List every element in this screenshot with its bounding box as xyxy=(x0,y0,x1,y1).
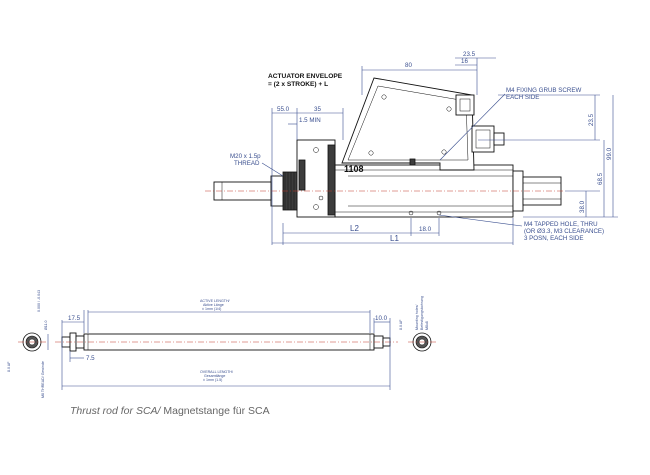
right-end-view xyxy=(408,332,436,352)
dim-17-5: 17.5 xyxy=(68,315,81,322)
dim-23-5-top: 23.5 xyxy=(463,51,476,58)
caption-italic: Thrust rod for SCA/ xyxy=(70,405,161,417)
tapped-line2: (OR Ø3.3, M3 CLEARANCE) xyxy=(524,228,604,235)
grub-line2: EACH SIDE xyxy=(506,94,539,101)
dim-38: 38.0 xyxy=(579,200,586,213)
overall-length-line3: ± 1mm (1.5) xyxy=(203,378,222,382)
dim-80: 80 xyxy=(405,62,412,69)
dim-dia-11: Ø11.0 xyxy=(44,320,48,330)
caption-regular: Magnetstange für SCA xyxy=(160,405,270,417)
motor-block-plate xyxy=(327,144,336,216)
dim-35: 35 xyxy=(314,106,321,113)
left-end-view xyxy=(18,332,46,352)
mounting-right-1: Mounting holes/ xyxy=(415,305,419,330)
grub-line1: M4 FIXING GRUB SCREW xyxy=(506,87,581,94)
caption: Thrust rod for SCA/ Magnetstange für SCA xyxy=(70,405,270,417)
dim-23-5-right: 23.5 xyxy=(588,113,595,126)
dim-55: 55.0 xyxy=(277,106,290,113)
dim-dia-tol: 0.000 / -0.043 xyxy=(37,290,41,312)
active-length-line3: ± 1mm (1/4) xyxy=(202,307,221,311)
thread-left: M8 THREAD/ Gewinde xyxy=(41,361,45,398)
tapped-line1: M4 TAPPED HOLE, THRU xyxy=(524,221,598,228)
overall-length-line2: Gesamtlänge xyxy=(204,374,225,378)
actuator-view: 1108 xyxy=(205,77,565,218)
mounting-right-2: Befestigungsbohrung xyxy=(420,296,424,330)
dim-18: 18.0 xyxy=(419,226,432,233)
dim-10: 10.0 xyxy=(375,315,388,322)
active-length-line2: Aktive Länge xyxy=(203,303,224,307)
model-label: 1108 xyxy=(344,164,364,174)
dim-1-5-min: 1.5 MIN xyxy=(299,117,321,124)
dim-16: 16 xyxy=(461,58,468,65)
envelope-line2: = (2 x STROKE) + L xyxy=(268,81,328,88)
dim-99: 99.0 xyxy=(606,147,613,160)
actuator-dimensions: 80 23.5 16 ACTUATOR ENVELOPE = (2 x STRO… xyxy=(230,51,618,245)
overall-length-line1: OVERALL LENGTH/ xyxy=(200,370,233,374)
dim-l1: L1 xyxy=(390,234,399,243)
dim-68-5: 68.5 xyxy=(597,172,604,185)
envelope-line1: ACTUATOR ENVELOPE xyxy=(268,73,343,80)
m20-line1: M20 x 1.5p xyxy=(230,153,261,160)
dim-8-af-left: 8.0 AF xyxy=(7,361,11,372)
active-length-line1: ACTIVE LENGTH/ xyxy=(200,299,230,303)
mounting-right-3: M8x8 xyxy=(425,321,429,330)
motor-block-flange xyxy=(298,159,306,191)
dim-7-5: 7.5 xyxy=(86,355,95,362)
thrust-rod-view: ACTIVE LENGTH/ Aktive Länge ± 1mm (1/4) … xyxy=(7,290,436,398)
connectors xyxy=(455,94,505,153)
m20-line2: THREAD xyxy=(234,160,260,167)
tapped-line3: 3 POSN, EACH SIDE xyxy=(524,235,584,242)
dim-l2: L2 xyxy=(350,224,359,233)
dim-8-af-right: 8.0 AF xyxy=(399,319,403,330)
